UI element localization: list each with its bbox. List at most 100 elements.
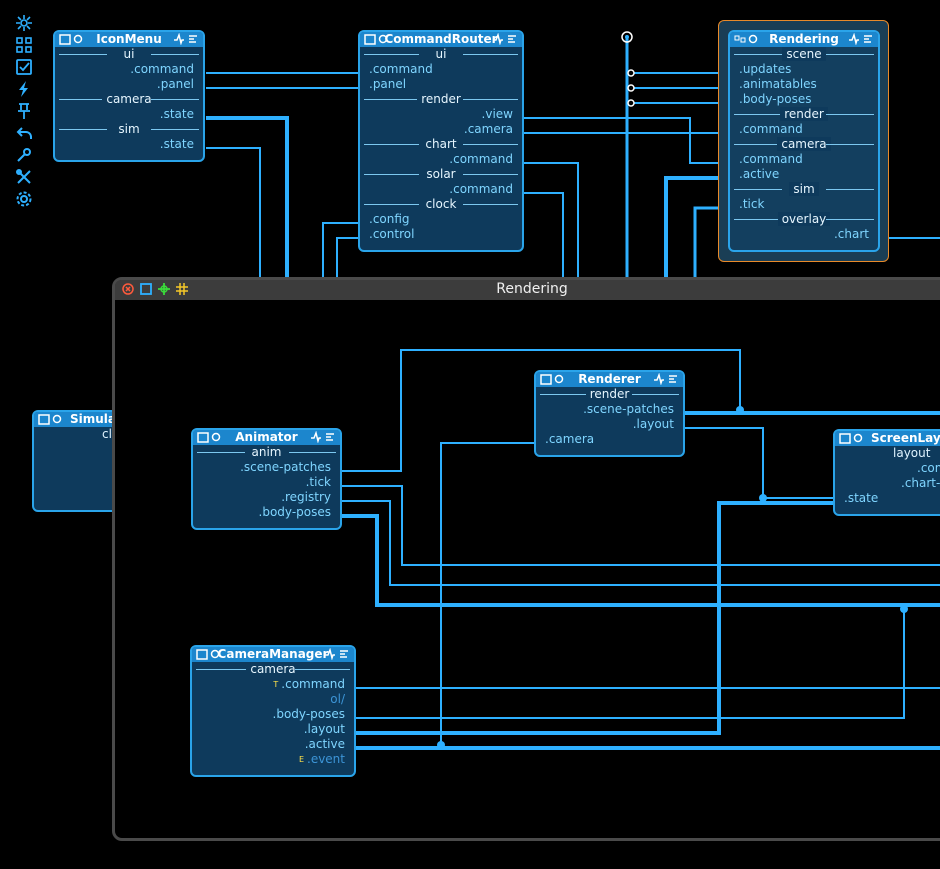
node-header[interactable]: Simulat [34,412,130,427]
port-panel-out[interactable]: .panel [369,77,407,91]
activity-icon[interactable] [492,33,504,45]
node-header[interactable]: ScreenLayou [835,431,940,446]
node-header[interactable]: Renderer [536,372,683,387]
port-control-out[interactable]: .control [369,227,415,241]
list-icon[interactable] [324,431,336,443]
wire-cm-body-poses[interactable] [356,605,905,719]
port-config-out[interactable]: .config [369,212,410,226]
node-rendering[interactable]: Rendering scene .updates .animatables .b… [728,30,880,252]
port-view-out[interactable]: .view [481,107,513,121]
node-header[interactable]: CameraManager [192,647,354,662]
node-header[interactable]: CommandRouter [360,32,522,47]
node-animator[interactable]: Animator anim .scene-patches .tick .regi… [191,428,342,530]
settings-icon[interactable] [852,432,864,444]
graph-icon[interactable] [13,12,35,34]
undo-icon[interactable] [13,122,35,144]
port-layout-in[interactable]: .layout [303,722,345,736]
port-com-out[interactable]: .com [917,461,940,475]
activity-icon[interactable] [310,431,322,443]
settings-icon[interactable] [553,373,565,385]
port-scene-patches-out[interactable]: .scene-patches [240,460,331,474]
node-header[interactable]: IconMenu [55,32,203,47]
port-panel-in[interactable]: .panel [156,77,194,91]
activity-icon[interactable] [848,33,860,45]
settings-icon[interactable] [747,33,759,45]
gear-icon[interactable] [13,188,35,210]
activity-icon[interactable] [173,33,185,45]
group-header[interactable]: Rendering [115,280,940,300]
port-scene-patches-in[interactable]: .scene-patches [583,402,674,416]
grid-snap-icon[interactable] [176,283,188,295]
node-header[interactable]: Animator [193,430,340,445]
port-registry-in[interactable]: .registry [281,490,331,504]
port-state-in[interactable]: .state [159,107,194,121]
activity-icon[interactable] [324,648,336,660]
list-icon[interactable] [862,33,874,45]
port-chart-o-out[interactable]: .chart-o [901,476,940,490]
port-body-poses-in[interactable]: .body-poses [272,707,345,721]
node-screenlayout[interactable]: ScreenLayou layout .com .chart-o .state [833,429,940,516]
tools-icon[interactable] [13,166,35,188]
close-icon[interactable] [122,283,134,295]
wire-control[interactable] [336,237,358,278]
port-event-out[interactable]: E.event [192,752,354,767]
wire-iconmenu-sim-state[interactable] [206,147,261,278]
list-icon[interactable] [667,373,679,385]
wrench-icon[interactable] [13,144,35,166]
node-renderer[interactable]: Renderer render .scene-patches .layout .… [534,370,685,457]
port-ol-out[interactable]: ol/ [330,692,345,706]
port-state-in[interactable]: .state [844,491,879,505]
node-iconmenu[interactable]: IconMenu ui .command .panel camera .stat… [53,30,205,162]
wire-solar-command[interactable] [524,192,564,278]
port-active-out[interactable]: .active [304,737,345,751]
port-camera-in[interactable]: .camera [545,432,595,446]
wire-animator-registry[interactable] [342,500,940,586]
wire-animator-tick[interactable] [342,485,940,566]
node-commandrouter[interactable]: CommandRouter ui .command .panel render … [358,30,524,252]
port-chart-in[interactable]: .chart [833,227,869,241]
port-command-in[interactable]: .command [369,62,433,76]
wire-camera-command[interactable] [524,132,728,164]
wire-animator-body-poses[interactable] [342,514,940,607]
port-active-out[interactable]: .active [739,167,780,181]
checkbox-icon[interactable] [13,56,35,78]
port-tick-in[interactable]: .tick [739,197,765,211]
wire-config[interactable] [322,222,358,278]
settings-icon[interactable] [209,648,221,660]
list-icon[interactable] [338,648,350,660]
pin-icon[interactable] [13,100,35,122]
port-animatables-in[interactable]: .animatables [739,77,817,91]
port-command-in[interactable]: T.command [192,677,354,692]
settings-icon[interactable] [51,413,63,425]
activity-icon[interactable] [653,373,665,385]
list-icon[interactable] [187,33,199,45]
grid-icon[interactable] [13,34,35,56]
bolt-icon[interactable] [13,78,35,100]
wire-scene-patches-loop[interactable] [342,349,741,472]
port-solar-command-out[interactable]: .command [449,182,513,196]
port-sim-state-in[interactable]: .state [159,137,194,151]
wire-active[interactable] [664,176,728,278]
node-header[interactable]: Rendering [730,32,878,47]
port-body-poses-in[interactable]: .body-poses [739,92,812,106]
port-render-command-in[interactable]: .command [739,122,803,136]
settings-icon[interactable] [377,33,389,45]
maximize-icon[interactable] [140,283,152,295]
port-camera-command-in[interactable]: .command [739,152,803,166]
settings-icon[interactable] [210,431,222,443]
wire-scene-inputs[interactable] [631,72,728,104]
wire-iconmenu-state[interactable] [206,116,289,278]
wire-chart-command[interactable] [524,162,579,278]
wire-renderer-camera[interactable] [440,442,534,745]
wire-renderer-layout[interactable] [684,427,833,499]
wire-view-command[interactable] [524,117,728,134]
wire-cm-layout[interactable] [356,501,833,735]
port-chart-command-out[interactable]: .command [449,152,513,166]
wire-tick[interactable] [693,206,728,278]
move-icon[interactable] [158,283,170,295]
port-camera-out[interactable]: .camera [463,122,513,136]
list-icon[interactable] [506,33,518,45]
settings-icon[interactable] [72,33,84,45]
port-updates-in[interactable]: .updates [739,62,792,76]
port-tick-in[interactable]: .tick [305,475,331,489]
